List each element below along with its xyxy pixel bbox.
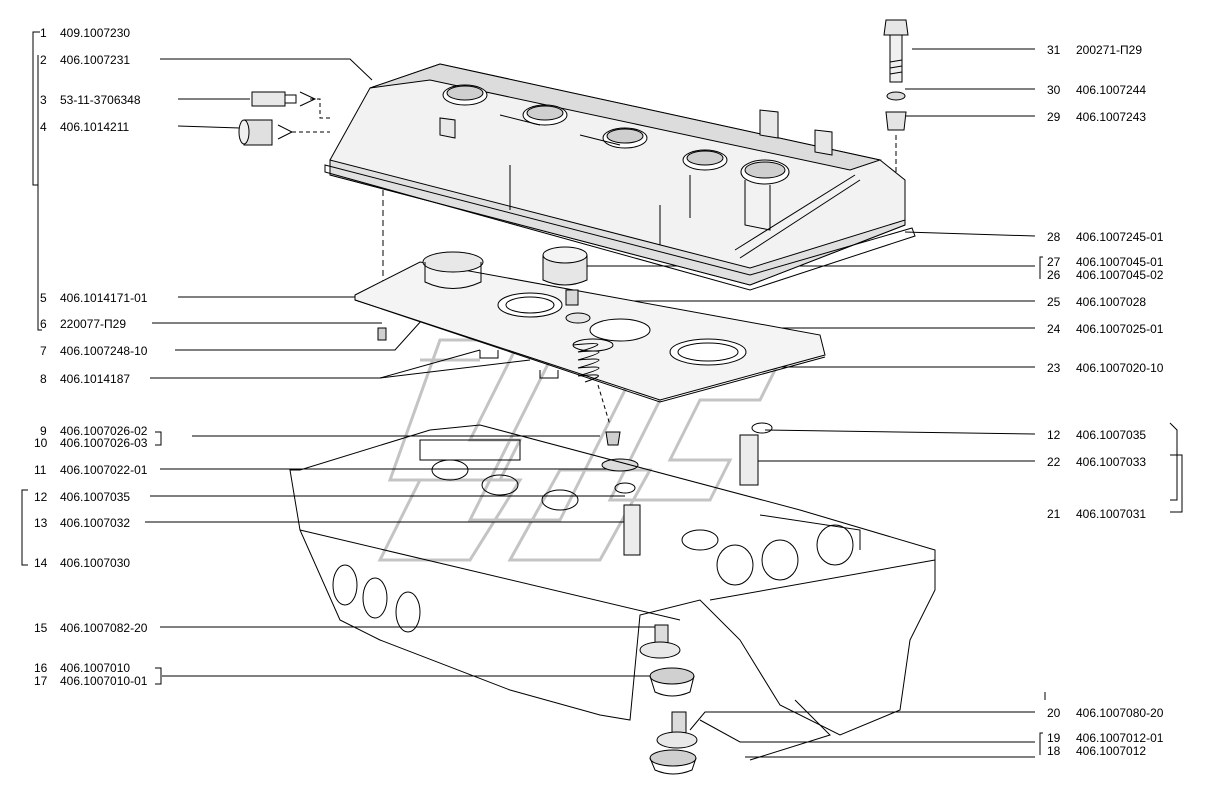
part-code: 406.1007030	[60, 556, 131, 570]
callout-number: 24	[1047, 322, 1061, 336]
valve-guide-22	[739, 422, 773, 486]
part-code: 406.1014171-01	[60, 291, 148, 305]
part-code: 406.1007082-20	[60, 621, 148, 635]
part-code: 406.1007033	[1076, 455, 1147, 469]
callout-number: 14	[34, 556, 48, 570]
oil-filler-cap	[542, 246, 588, 286]
part-code: 406.1007025-01	[1076, 322, 1164, 336]
callout-number: 3	[40, 93, 47, 107]
callout-number: 18	[1047, 744, 1061, 758]
part-code: 406.1007028	[1076, 295, 1147, 309]
valve-16	[649, 667, 695, 697]
callout-number: 30	[1047, 83, 1061, 97]
valve-guide-13	[623, 504, 641, 556]
part-code: 406.1007245-01	[1076, 230, 1164, 244]
part-code: 406.1007026-03	[60, 436, 148, 450]
callout-number: 20	[1047, 706, 1061, 720]
part-code: 406.1014187	[60, 372, 131, 386]
callout-number: 15	[34, 621, 48, 635]
sensor-part-3	[251, 91, 330, 119]
part-code: 406.1007231	[60, 53, 131, 67]
part-code: 406.1007031	[1076, 507, 1147, 521]
callout-number: 27	[1047, 255, 1061, 269]
callout-number: 10	[34, 436, 48, 450]
part-code: 406.1007022-01	[60, 463, 148, 477]
part-code: 406.1007045-02	[1076, 268, 1164, 282]
part-code: 406.1007012-01	[1076, 731, 1164, 745]
callout-number: 1	[40, 26, 47, 40]
part-code: 409.1007230	[60, 26, 131, 40]
gasket-plate	[354, 251, 826, 403]
valve-seal-20	[656, 711, 698, 749]
part-code: 406.1007010-01	[60, 674, 148, 688]
part-code: 406.1007080-20	[1076, 706, 1164, 720]
callout-number: 4	[40, 120, 47, 134]
part-code: 220077-П29	[60, 317, 127, 331]
callout-number: 13	[34, 516, 48, 530]
part-code: 406.1007035	[1076, 428, 1147, 442]
callout-number: 28	[1047, 230, 1061, 244]
part-code: 406.1007020-10	[1076, 361, 1164, 375]
part-code: 406.1014211	[60, 120, 130, 134]
part-code: 200271-П29	[1076, 43, 1143, 57]
callout-number: 19	[1047, 731, 1061, 745]
valve-seal-15	[639, 624, 681, 659]
callout-number: 29	[1047, 110, 1061, 124]
callout-number: 11	[34, 463, 47, 477]
callout-number: 26	[1047, 268, 1061, 282]
callout-number: 25	[1047, 295, 1061, 309]
bolt-31	[883, 19, 909, 83]
callout-number: 9	[40, 424, 47, 438]
callout-number: 16	[34, 661, 48, 675]
part-code: 406.1007012	[1076, 744, 1147, 758]
callout-number: 7	[40, 344, 47, 358]
callout-number: 6	[40, 317, 47, 331]
callout-number: 23	[1047, 361, 1061, 375]
part-code: 406.1007243	[1076, 110, 1147, 124]
part-code: 406.1007026-02	[60, 424, 148, 438]
valve-19	[649, 749, 697, 775]
hose-part-4	[238, 119, 330, 146]
left-brackets	[21, 31, 1183, 755]
callout-number: 12	[34, 490, 48, 504]
cylinder-head	[289, 424, 936, 736]
part-code: 406.1007244	[1076, 83, 1147, 97]
part-code: 406.1007010	[60, 661, 131, 675]
callout-number: 17	[34, 674, 48, 688]
callout-number: 22	[1047, 455, 1061, 469]
part-code: 406.1007035	[60, 490, 131, 504]
callout-number: 31	[1047, 43, 1061, 57]
callout-number: 8	[40, 372, 47, 386]
part-code: 406.1007248-10	[60, 344, 148, 358]
washer-30	[886, 91, 906, 101]
callout-number: 2	[40, 53, 47, 67]
part-code: 406.1007032	[60, 516, 131, 530]
part-code: 53-11-3706348	[60, 93, 141, 107]
callout-number: 5	[40, 291, 47, 305]
valve-cover	[324, 63, 916, 291]
valve-spring-stack	[565, 289, 639, 494]
grommet-29	[885, 111, 907, 131]
part-code: 406.1007045-01	[1076, 255, 1164, 269]
callout-number: 21	[1047, 507, 1061, 521]
screw-6	[377, 327, 387, 341]
callout-number: 12	[1047, 428, 1061, 442]
